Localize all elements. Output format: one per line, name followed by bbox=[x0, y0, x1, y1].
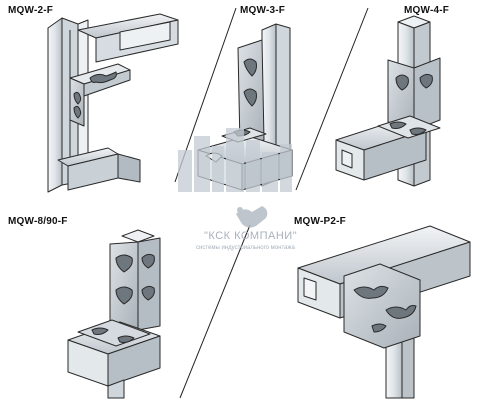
label-mqw-3-f: MQW-3-F bbox=[240, 5, 286, 16]
illustration-mqw-4-f bbox=[335, 15, 441, 187]
watermark-buildings-graphic bbox=[178, 128, 292, 192]
label-mqw-p2-f: MQW-P2-F bbox=[294, 216, 346, 227]
illustration-mqw-8-90-f bbox=[67, 229, 161, 399]
illustration-mqw-p2-f bbox=[297, 225, 471, 399]
illustration-mqw-2-f bbox=[47, 13, 179, 193]
label-mqw-4-f: MQW-4-F bbox=[404, 5, 450, 16]
separator-line-3 bbox=[179, 224, 251, 399]
watermark-tagline: системы индустриального монтажа bbox=[196, 245, 295, 251]
handshake-icon bbox=[236, 206, 268, 228]
label-mqw-8-90-f: MQW-8/90-F bbox=[8, 216, 68, 227]
watermark-company-name: "КСК КОМПАНИ" bbox=[204, 230, 298, 242]
separator-line-2 bbox=[295, 7, 369, 191]
label-mqw-2-f: MQW-2-F bbox=[8, 5, 54, 16]
